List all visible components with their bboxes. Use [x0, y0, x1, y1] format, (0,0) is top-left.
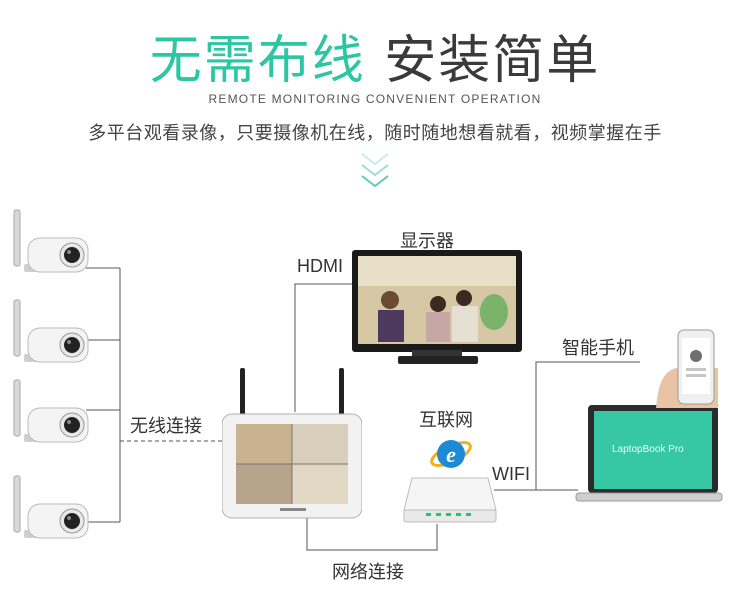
hdmi-label: HDMI	[297, 256, 343, 276]
svg-text:e: e	[446, 442, 456, 467]
monitor-label: 显示器	[400, 231, 454, 252]
camera-1	[13, 209, 89, 273]
network-label: 网络连接	[332, 562, 404, 583]
laptop-icon	[575, 405, 723, 502]
tagline: 多平台观看录像，只要摄像机在线，随时随地想看就看，视频掌握在手	[88, 123, 662, 144]
wireless-label: 无线连接	[130, 416, 202, 437]
headline-part2: 安装简单	[384, 31, 601, 91]
monitor-icon	[352, 250, 522, 364]
router-icon	[403, 477, 497, 523]
camera-group	[13, 209, 89, 539]
internet-label: 互联网	[419, 410, 473, 431]
smartphone-icon	[656, 329, 718, 408]
subtitle-en: REMOTE MONITORING CONVENIENT OPERATION	[208, 92, 542, 106]
wifi-label: WIFI	[492, 464, 530, 484]
ie-logo-icon: e	[430, 440, 472, 468]
headline: 无需布线 安装简单	[0, 18, 750, 93]
smartphone-label: 智能手机	[562, 338, 634, 359]
nvr-icon	[222, 368, 362, 519]
chevron-down-icon	[361, 153, 389, 188]
laptop-screen-text: LaptopBook Pro	[612, 444, 684, 455]
headline-part1: 无需布线	[149, 31, 366, 91]
